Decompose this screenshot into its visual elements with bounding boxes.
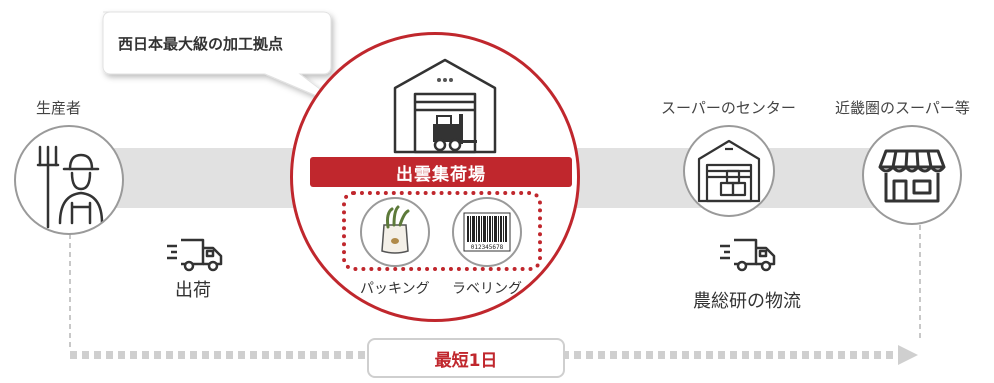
producer-label: 生産者 [36, 99, 82, 117]
ship-label: 出荷 [175, 280, 211, 301]
storefront-icon [878, 149, 946, 203]
labeling-circle: 012345678 [452, 197, 522, 267]
lead-time-badge: 最短1日 [367, 338, 565, 378]
lead-time-text: 最短1日 [434, 350, 498, 371]
warehouse-boxes-icon [697, 139, 761, 203]
supermarket-label: 近畿圏のスーパー等 [835, 99, 970, 117]
farmer-icon [36, 145, 104, 229]
hub-banner: 出雲集荷場 [310, 157, 572, 187]
packed-vegetables-icon [381, 205, 410, 254]
labeling-label: ラベリング [452, 281, 522, 297]
packing-circle [360, 197, 430, 267]
supermarket-node [862, 125, 962, 225]
super-center-label: スーパーのセンター [661, 99, 796, 117]
producer-node [14, 125, 124, 235]
barcode-icon: 012345678 [463, 212, 511, 252]
process-group [342, 191, 542, 271]
logistics-truck-icon [720, 238, 776, 272]
logistics-label: 農総研の物流 [693, 291, 801, 312]
barcode-number: 012345678 [471, 244, 504, 251]
callout-text: 西日本最大級の加工拠点 [118, 35, 284, 53]
super-center-node [683, 125, 775, 217]
hub-banner-text: 出雲集荷場 [396, 164, 486, 185]
packing-label: パッキング [360, 281, 430, 297]
delivery-truck-icon [167, 238, 223, 272]
warehouse-forklift-icon [393, 58, 497, 154]
